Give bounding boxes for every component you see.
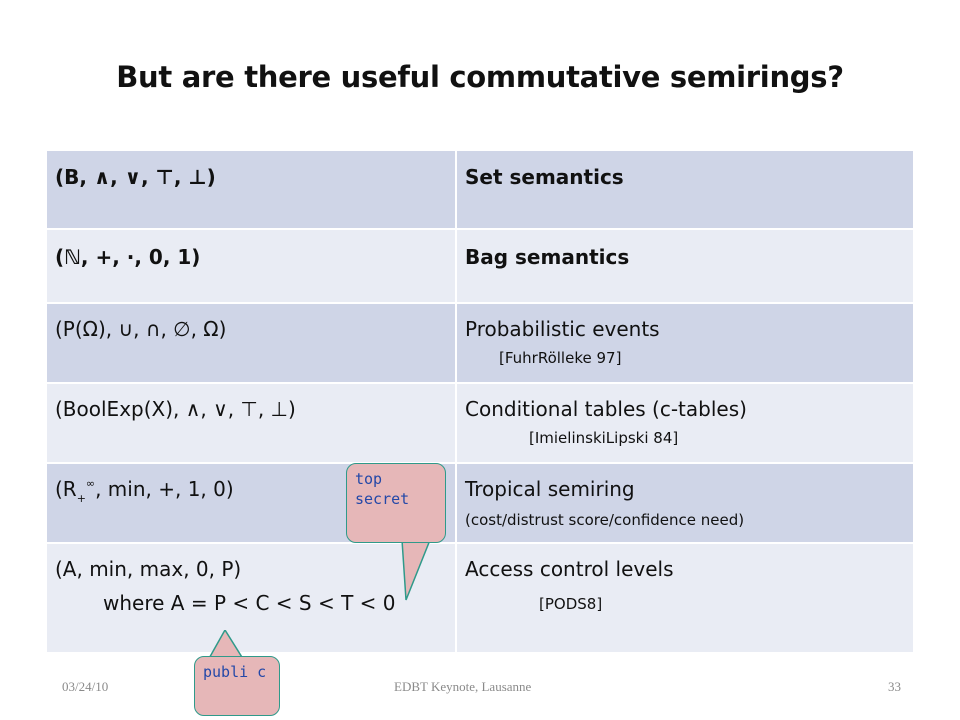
row-right-cell: Tropical semiring — [465, 477, 635, 501]
table-row: (R+ ∞, min, +, 1, 0) Tropical semiring (c… — [47, 463, 913, 543]
tropical-rest: , min, +, 1, 0) — [95, 477, 234, 501]
row-right-cell: Conditional tables (c-tables) — [465, 397, 747, 421]
public-callout: publi c — [194, 656, 280, 716]
row-right-cell: Probabilistic events — [465, 317, 660, 341]
footer-event: EDBT Keynote, Lausanne — [394, 679, 532, 694]
citation: [ImielinskiLipski 84] — [529, 429, 679, 447]
table-row: (BoolExp(X), ∧, ∨, ⊤, ⊥) Conditional tab… — [47, 383, 913, 463]
row-left-cell: (B, ∧, ∨, ⊤, ⊥) — [55, 165, 216, 189]
row-left-cell: (R+ ∞, min, +, 1, 0) — [55, 477, 447, 505]
table-row: (B, ∧, ∨, ⊤, ⊥) Set semantics — [47, 151, 913, 229]
column-divider — [455, 151, 457, 652]
row-right-cell: Access control levels — [465, 557, 674, 581]
top-secret-callout: top secret — [346, 463, 446, 543]
footer-date: 03/24/10 — [62, 679, 109, 694]
tropical-subscript: + — [76, 492, 86, 505]
row-divider — [47, 228, 913, 230]
row-divider — [47, 382, 913, 384]
tropical-base: (R — [55, 477, 77, 501]
row-left-line2: where A = P < C < S < T < 0 — [103, 591, 396, 615]
row-right-cell: Bag semantics — [465, 245, 630, 269]
row-left-cell: (BoolExp(X), ∧, ∨, ⊤, ⊥) — [55, 397, 296, 421]
row-divider — [47, 302, 913, 304]
table-row: (A, min, max, 0, P) where A = P < C < S … — [47, 543, 913, 652]
row-left-cell: (P(Ω), ∪, ∩, ∅, Ω) — [55, 317, 227, 341]
tropical-superscript: ∞ — [85, 477, 96, 490]
footer-page-number: 33 — [888, 679, 901, 694]
table-row: (P(Ω), ∪, ∩, ∅, Ω) Probabilistic events … — [47, 303, 913, 383]
row-divider — [47, 462, 913, 464]
citation: [FuhrRölleke 97] — [499, 349, 622, 367]
row-divider — [47, 542, 913, 544]
citation: [PODS8] — [539, 595, 603, 613]
row-left-cell: (A, min, max, 0, P) — [55, 557, 242, 581]
row-right-note: (cost/distrust score/confidence need) — [465, 511, 745, 529]
semiring-table: (B, ∧, ∨, ⊤, ⊥) Set semantics (ℕ, +, ·, … — [47, 151, 913, 652]
row-left-cell: (ℕ, +, ·, 0, 1) — [55, 245, 201, 269]
slide-title: But are there useful commutative semirin… — [116, 60, 844, 94]
row-right-cell: Set semantics — [465, 165, 624, 189]
table-row: (ℕ, +, ·, 0, 1) Bag semantics — [47, 229, 913, 303]
